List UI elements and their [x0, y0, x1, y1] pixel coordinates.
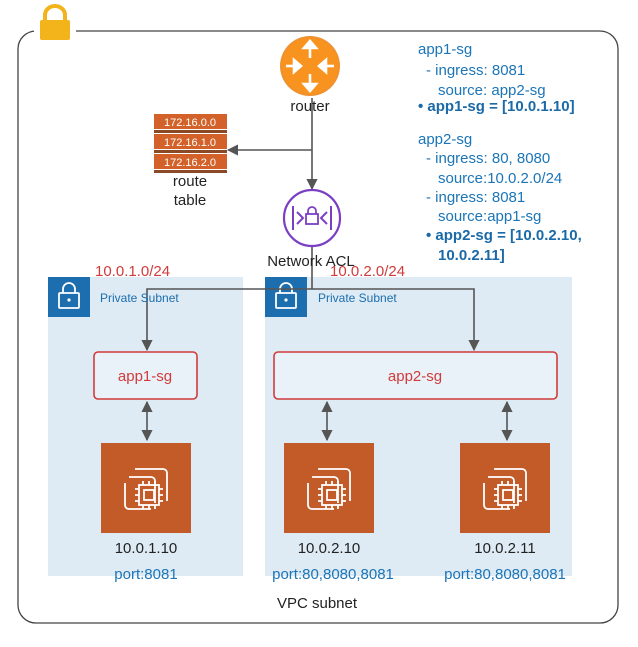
note-app2-members: • app2-sg = [10.0.2.10,	[426, 227, 582, 244]
route-table: 172.16.0.0 172.16.1.0 172.16.2.0	[154, 114, 227, 173]
instance-ports: port:8081	[114, 566, 177, 583]
route-entry: 172.16.2.0	[164, 157, 216, 169]
note-app2-source1: source:10.0.2.0/24	[438, 170, 562, 187]
route-table-label: table	[174, 192, 207, 209]
instance-ip: 10.0.2.10	[298, 540, 361, 557]
note-app1-ingress: - ingress: 8081	[426, 62, 525, 79]
security-group-app2	[273, 351, 558, 400]
ec2-chip-icon	[101, 443, 191, 533]
security-group-notes: app1-sg - ingress: 8081 source: app2-sg …	[418, 41, 582, 264]
subnet2-label: Private Subnet	[318, 291, 397, 305]
note-app1-source: source: app2-sg	[438, 82, 546, 99]
subnet1-cidr: 10.0.1.0/24	[95, 263, 170, 280]
connectors	[141, 98, 513, 442]
ec2-chip-icon	[284, 443, 374, 533]
subnet1-label: Private Subnet	[100, 291, 179, 305]
instance-ports: port:80,8080,8081	[444, 566, 566, 583]
note-app2-members: 10.0.2.11]	[438, 247, 505, 264]
note-app2-ingress1: - ingress: 80, 8080	[426, 150, 550, 167]
route-table-label: route	[173, 173, 207, 190]
sg1-label: app1-sg	[118, 368, 172, 385]
instance-ip: 10.0.2.11	[474, 540, 535, 557]
note-app1-title: app1-sg	[418, 41, 472, 58]
padlock-icon	[265, 277, 307, 317]
vpc-container	[17, 30, 619, 624]
note-app2-title: app2-sg	[418, 131, 472, 148]
padlock-icon	[34, 4, 76, 46]
route-entry: 172.16.1.0	[164, 137, 216, 149]
instance-ip: 10.0.1.10	[115, 540, 178, 557]
note-app1-members: • app1-sg = [10.0.1.10]	[418, 98, 575, 115]
note-app2-source2: source:app1-sg	[438, 208, 541, 225]
router-label: router	[290, 98, 329, 115]
security-group-app1	[93, 351, 198, 400]
ec2-chip-icon	[460, 443, 550, 533]
vpc-label: VPC subnet	[277, 595, 358, 612]
instance-ports: port:80,8080,8081	[272, 566, 394, 583]
network-acl-icon	[282, 188, 342, 248]
note-app2-ingress2: - ingress: 8081	[426, 189, 525, 206]
padlock-icon	[48, 277, 90, 317]
network-acl-label: Network ACL	[267, 253, 355, 270]
router-icon	[280, 36, 340, 96]
sg2-label: app2-sg	[388, 368, 442, 385]
subnet2-cidr: 10.0.2.0/24	[330, 263, 405, 280]
route-entry: 172.16.0.0	[164, 117, 216, 129]
